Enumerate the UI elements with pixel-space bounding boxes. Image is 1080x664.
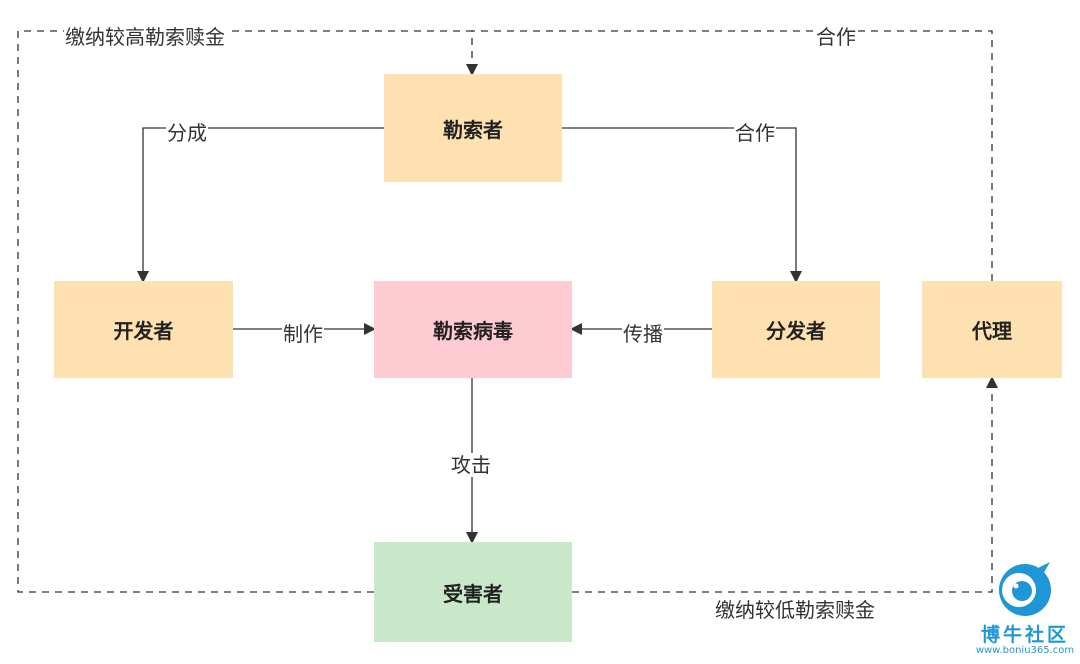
node-distributor: 分发者	[712, 281, 880, 378]
node-ransomer: 勒索者	[384, 74, 562, 182]
edge-cooperate-top-line	[472, 30, 993, 281]
node-ransomware: 勒索病毒	[374, 281, 572, 378]
edge-label-spread: 传播	[622, 322, 664, 346]
watermark: 博牛社区 www.boniu365.com	[972, 560, 1078, 664]
edge-label-cooperate-mid: 合作	[734, 121, 776, 145]
edge-label-attack: 攻击	[450, 453, 492, 477]
edge-label-make: 制作	[282, 322, 324, 346]
edge-cooperate-mid-line	[562, 127, 802, 283]
edge-label-pay-low: 缴纳较低勒索赎金	[715, 598, 875, 622]
bull-logo-icon	[999, 562, 1051, 616]
node-victim: 受害者	[374, 542, 572, 642]
edge-split-line	[137, 127, 384, 283]
edge-pay-high-line	[17, 30, 478, 593]
edge-label-cooperate-top: 合作	[815, 25, 857, 49]
node-agent: 代理	[922, 281, 1062, 378]
edge-label-split: 分成	[166, 121, 208, 145]
watermark-url: www.boniu365.com	[975, 645, 1075, 656]
watermark-name: 博牛社区	[980, 624, 1069, 646]
edge-label-pay-high: 缴纳较高勒索赎金	[64, 25, 226, 49]
node-developer: 开发者	[54, 281, 233, 378]
edge-pay-low-line	[572, 376, 998, 593]
